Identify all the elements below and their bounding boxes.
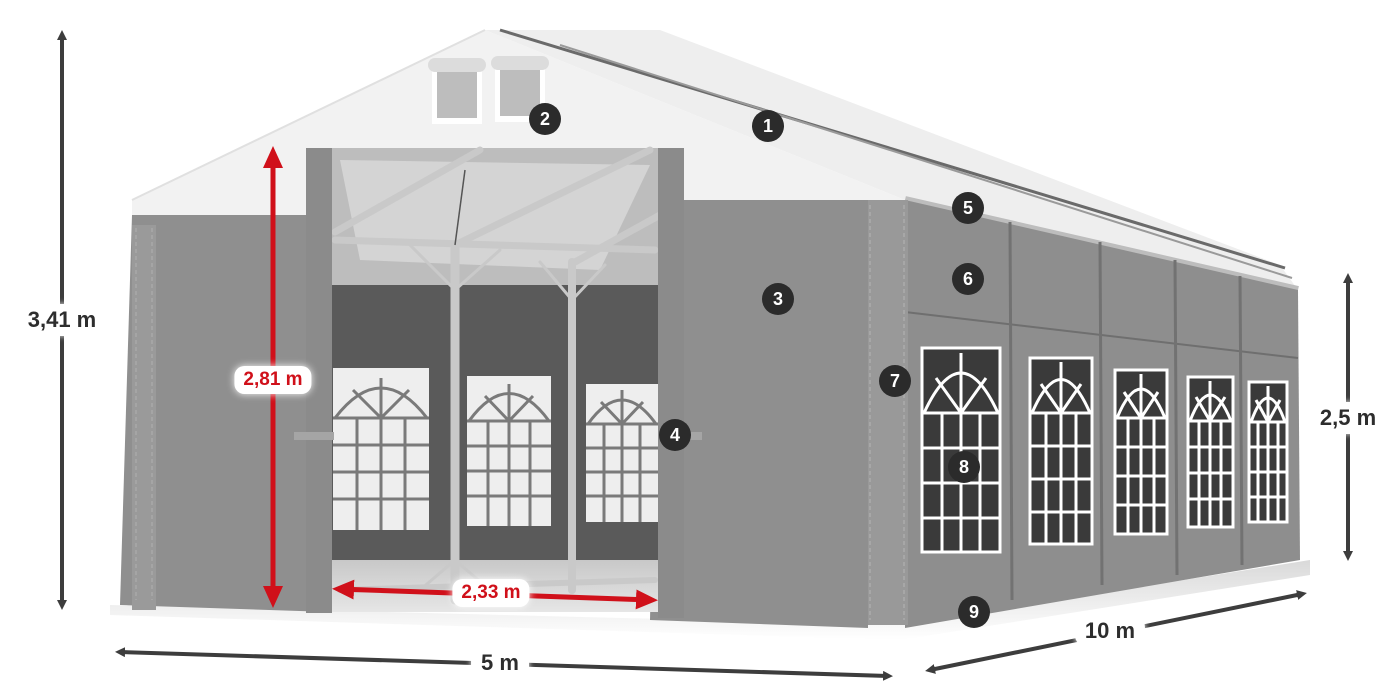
marker-7: 7 (879, 365, 911, 397)
door-post-right (658, 148, 684, 618)
front-wall-right (650, 200, 868, 628)
total-height-label: 3,41 m (17, 304, 107, 336)
marker-4: 4 (659, 419, 691, 451)
marker-2: 2 (529, 103, 561, 135)
marker-3: 3 (762, 283, 794, 315)
marker-9: 9 (958, 596, 990, 628)
side-height-label: 2,5 m (1309, 402, 1387, 434)
marker-5: 5 (952, 192, 984, 224)
length-label: 10 m (1074, 615, 1146, 647)
side-roof (485, 30, 1298, 290)
gable-vents (428, 56, 549, 124)
marker-6: 6 (952, 263, 984, 295)
entrance-width-label: 2,33 m (452, 579, 530, 607)
side-windows (920, 346, 1289, 554)
entrance-height-label: 2,81 m (234, 366, 312, 394)
marker-8: 8 (948, 451, 980, 483)
width-label: 5 m (471, 647, 529, 679)
interior-windows (333, 368, 658, 530)
marker-1: 1 (752, 110, 784, 142)
